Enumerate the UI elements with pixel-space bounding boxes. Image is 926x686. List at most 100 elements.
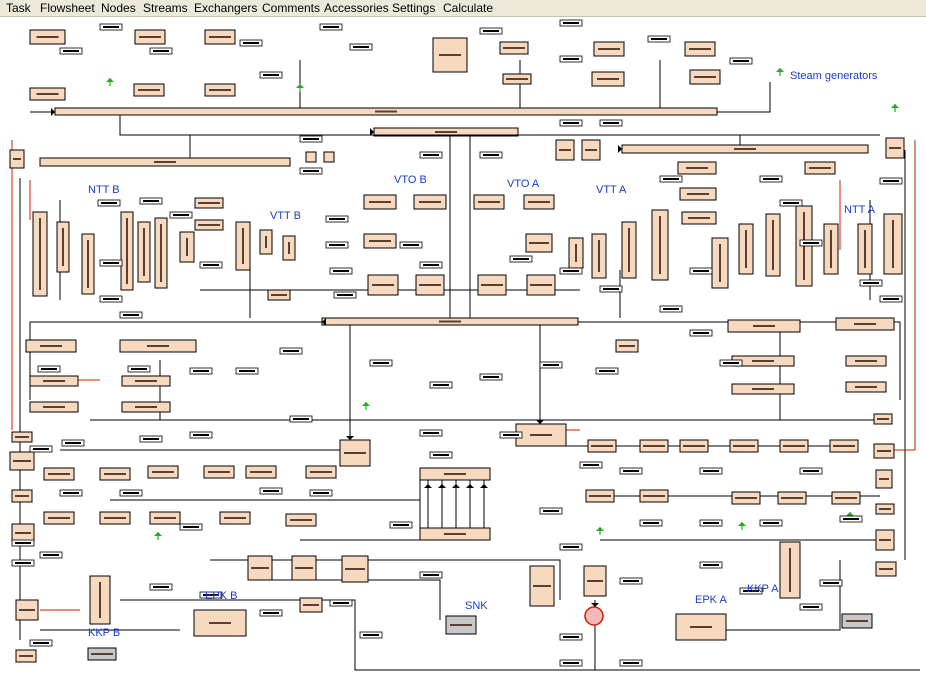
stream-tag-text (503, 434, 519, 436)
stream-tag-text (101, 202, 117, 204)
menu-settings[interactable]: Settings (392, 1, 436, 15)
stream-tag-text (803, 242, 819, 244)
node-label-mark (591, 445, 613, 447)
menu-flowsheet[interactable]: Flowsheet (40, 1, 95, 15)
node-label-mark (62, 228, 64, 266)
node-label-mark (43, 406, 65, 408)
node-label-mark (147, 345, 169, 347)
stream-line (119, 115, 880, 136)
node-label-mark (643, 445, 665, 447)
stream-tag-text (333, 602, 349, 604)
stream-tag-text (603, 288, 619, 290)
node-label-mark (39, 218, 41, 290)
region-kkp-a: KKP A (747, 583, 779, 595)
stream-tag-text (433, 454, 449, 456)
region-kkp-b: KKP B (88, 627, 121, 639)
stream-tag-text (483, 30, 499, 32)
stream-tag-text (323, 26, 339, 28)
node-label-mark (809, 167, 831, 169)
stream-tag-text (563, 662, 579, 664)
flow-arrow (322, 318, 326, 326)
node-label-mark (40, 345, 62, 347)
node-label-mark (265, 236, 267, 248)
stream-tag-text (103, 26, 119, 28)
node-label-mark (559, 149, 571, 151)
green-arrow (846, 512, 854, 516)
node-label-mark (478, 201, 500, 203)
stream-tag-text (43, 554, 59, 556)
node-label-mark (643, 495, 665, 497)
epk-b-unit (193, 609, 247, 637)
node-label-mark (250, 471, 272, 473)
stream-tag-text (239, 370, 255, 372)
node-label-mark (879, 478, 889, 480)
node-label-mark (855, 360, 877, 362)
stream-tag-text (803, 470, 819, 472)
stream-tag-text (563, 22, 579, 24)
node-label-mark (835, 497, 857, 499)
stream-tag-text (193, 370, 209, 372)
flowsheet-canvas[interactable]: Steam generators NTT B VTT B VTO B VTO A… (0, 16, 926, 686)
node-label-mark (43, 380, 65, 382)
menu-nodes[interactable]: Nodes (101, 1, 136, 15)
stream-tag-text (123, 314, 139, 316)
stream-tag-text (329, 244, 345, 246)
menu-accessories[interactable]: Accessories (324, 1, 389, 15)
stream-tag-text (173, 214, 189, 216)
node-label-mark (597, 78, 619, 80)
node-label-mark (735, 497, 757, 499)
stream-tag-text (483, 154, 499, 156)
green-arrow (154, 532, 162, 536)
node-label-mark (598, 48, 620, 50)
node-label-mark (587, 580, 603, 582)
node-label-mark (575, 244, 577, 262)
flowsheet-diagram[interactable] (0, 16, 926, 686)
node-label-mark (310, 471, 332, 473)
stream-tag-text (143, 438, 159, 440)
stream-tag-text (373, 362, 389, 364)
node-label-mark (48, 517, 70, 519)
node-label-mark (855, 386, 877, 388)
node-label-mark (833, 445, 855, 447)
stream-tag-text (131, 368, 147, 370)
stream-tag-text (203, 594, 219, 596)
node-label-mark (879, 568, 893, 570)
flow-arrow (370, 128, 374, 136)
flow-arrow (480, 484, 488, 488)
stream-tag-text (663, 308, 679, 310)
stream-line (578, 321, 901, 400)
region-ntt-a: NTT A (844, 204, 875, 216)
stream-tag-text (763, 522, 779, 524)
stream-line (717, 82, 771, 113)
flow-arrow (591, 603, 599, 607)
stream-tag-text (283, 350, 299, 352)
node-label-mark (154, 161, 176, 163)
menu-streams[interactable]: Streams (143, 1, 188, 15)
node-label-mark (528, 201, 550, 203)
stream-tag-text (703, 564, 719, 566)
node-label-mark (503, 47, 525, 49)
stream-tag-text (263, 74, 279, 76)
stream-tag-text (693, 332, 709, 334)
node-label-mark (689, 48, 711, 50)
node-label-mark (830, 230, 832, 268)
node-label-mark (152, 471, 174, 473)
menu-task[interactable]: Task (6, 1, 31, 15)
menu-calculate[interactable]: Calculate (443, 1, 494, 15)
stream-tag-text (703, 470, 719, 472)
node-label-mark (450, 624, 472, 626)
node-label-mark (15, 495, 29, 497)
stream-tag-text (513, 258, 529, 260)
stream-tag-text (433, 384, 449, 386)
stream-tag-text (563, 270, 579, 272)
node-label-mark (864, 230, 866, 268)
menu-exchangers[interactable]: Exchangers (194, 1, 258, 15)
menu-comments[interactable]: Comments (262, 1, 321, 15)
stream-tag-text (623, 470, 639, 472)
stream-tag-text (543, 364, 559, 366)
flow-arrow (536, 420, 544, 424)
node-label-mark (126, 218, 128, 284)
stream-tag-text (823, 582, 839, 584)
node-label-mark (104, 473, 126, 475)
node-label-mark (879, 508, 891, 510)
